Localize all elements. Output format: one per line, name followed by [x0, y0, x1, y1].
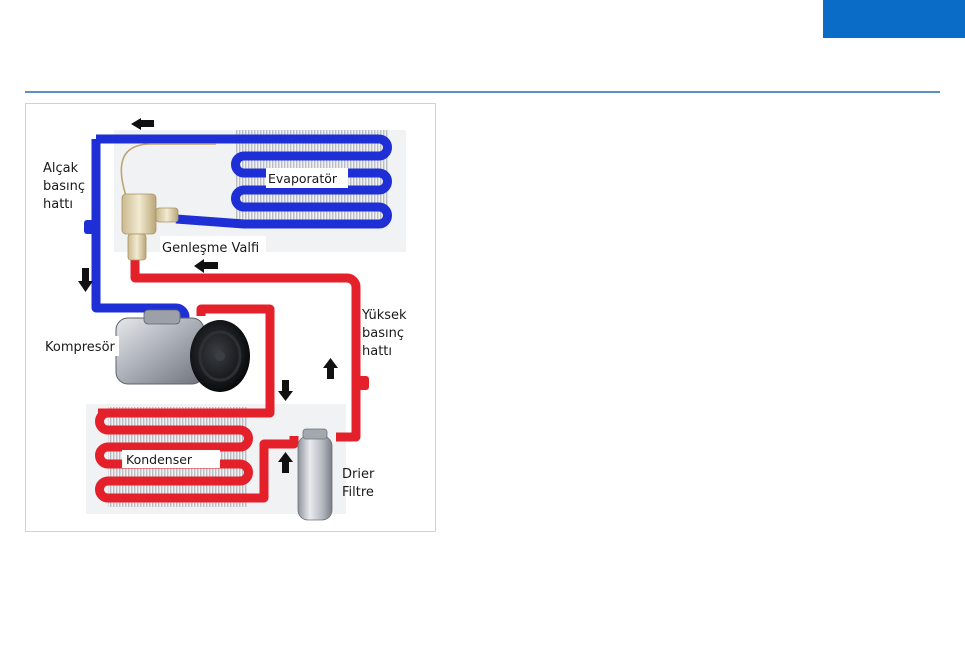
- valve-body: [122, 194, 156, 234]
- arrow-left-mid-shaft-icon: [203, 262, 218, 269]
- arrow-up-high-icon: [323, 358, 338, 379]
- compressor-head: [144, 310, 180, 324]
- arrow-down-left-icon: [78, 268, 93, 292]
- high-pressure-port: [357, 376, 369, 390]
- low-pressure-label-3: hattı: [43, 197, 73, 212]
- arrow-down-condenser-icon: [278, 380, 293, 401]
- drier-filter: [298, 429, 332, 520]
- compressor-label: Kompresör: [45, 340, 116, 355]
- low-pressure-label-2: basınç: [43, 179, 85, 194]
- compressor: [116, 310, 250, 392]
- title-corner-block: [823, 0, 965, 38]
- low-pressure-label-1: Alçak: [43, 161, 79, 176]
- expansion-valve-label: Genleşme Valfi: [162, 241, 259, 256]
- header-rule: [25, 91, 940, 93]
- drier-cap: [303, 429, 327, 439]
- drier-body: [298, 436, 332, 520]
- valve-neck: [128, 234, 146, 260]
- condenser-label: Kondenser: [126, 452, 193, 467]
- compressor-hub: [215, 351, 225, 361]
- drier-label-1: Drier: [342, 467, 375, 482]
- high-pressure-label-1: Yüksek: [361, 308, 407, 323]
- evaporator-label: Evaporatör: [268, 171, 338, 186]
- low-pressure-port: [84, 220, 94, 234]
- high-pressure-label-3: hattı: [362, 344, 392, 359]
- ac-cycle-diagram: Alçak basınç hattı Evaporatör Genleşme V…: [25, 103, 436, 532]
- drier-label-2: Filtre: [342, 485, 374, 500]
- ac-cycle-svg: Alçak basınç hattı Evaporatör Genleşme V…: [26, 104, 437, 533]
- high-pressure-label-2: basınç: [362, 326, 404, 341]
- valve-outlet: [156, 208, 178, 222]
- arrow-left-top-shaft-icon: [140, 120, 154, 127]
